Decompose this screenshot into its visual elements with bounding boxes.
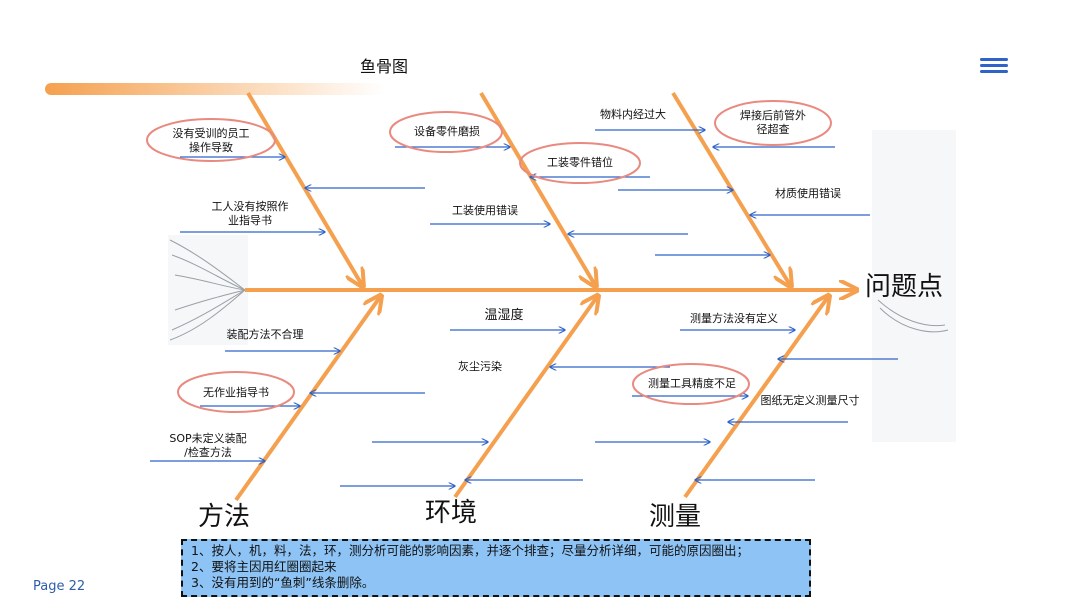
note-line-3: 3、没有用到的“鱼刺”线条删除。: [191, 575, 801, 591]
cause-no-instruction: 无作业指导书: [190, 386, 282, 400]
fish-tail-icon: [170, 240, 245, 340]
cause-drawing: 图纸无定义测量尺寸: [755, 394, 865, 408]
cause-weld-out-of-spec: 焊接后前管外 径超查: [728, 109, 818, 137]
menu-icon[interactable]: [980, 58, 1008, 76]
category-environment: 环境: [418, 498, 484, 528]
fish-head-icon: [878, 300, 948, 332]
cause-material-distance: 物料内经过大: [588, 108, 678, 122]
cause-temperature: 温湿度: [474, 309, 534, 323]
page-number: Page 22: [33, 579, 85, 594]
bone-environment: [455, 297, 597, 497]
category-measurement: 测量: [642, 502, 708, 532]
problem-label: 问题点: [862, 272, 946, 302]
cause-sop: SOP未定义装配 /检查方法: [160, 432, 256, 460]
cause-fixture-misuse: 工装使用错误: [440, 204, 530, 218]
bone-top-2: [481, 93, 595, 285]
cause-dust: 灰尘污染: [450, 360, 510, 374]
cause-material-misuse: 材质使用错误: [762, 187, 854, 201]
cause-equipment-wear: 设备零件磨损: [402, 125, 492, 139]
cause-measure-method: 测量方法没有定义: [675, 312, 793, 326]
cause-tool-precision: 测量工具精度不足: [640, 377, 744, 391]
header-gradient-bar: [45, 83, 385, 95]
note-line-2: 2、要将主因用红圈圈起来: [191, 559, 801, 575]
cause-untrained: 没有受训的员工 操作导致: [160, 127, 262, 155]
cause-assembly-method: 装配方法不合理: [215, 328, 315, 342]
cause-fixture-wrong: 工装零件错位: [535, 156, 625, 170]
category-method: 方法: [192, 502, 256, 532]
cause-arrows: [150, 130, 898, 486]
cause-worker-no-guide: 工人没有按照作 业指导书: [198, 200, 302, 228]
instruction-note: 1、按人，机，料，法，环，测分析可能的影响因素，并逐个排查；尽量分析详细，可能的…: [181, 539, 811, 597]
bone-top-1: [248, 93, 362, 285]
note-line-1: 1、按人，机，料，法，环，测分析可能的影响因素，并逐个排查；尽量分析详细，可能的…: [191, 543, 801, 559]
page-title: 鱼骨图: [360, 53, 408, 77]
